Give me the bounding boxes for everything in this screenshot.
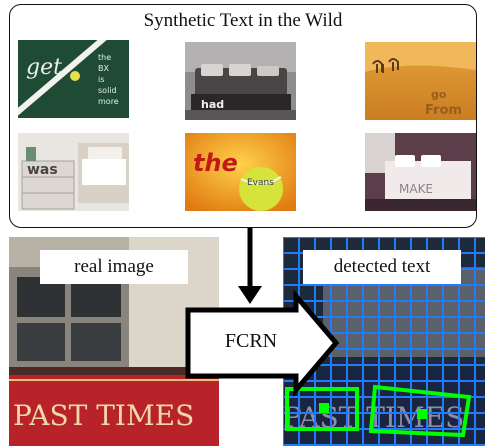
down-arrow-head — [238, 286, 262, 304]
synthetic-sample-dresser: was — [18, 133, 129, 211]
svg-text:is: is — [98, 75, 104, 84]
fcrn-label: FCRN — [224, 330, 278, 352]
synthetic-panel: Synthetic Text in the Wild get the BX is… — [9, 4, 477, 228]
svg-text:PAST TIMES: PAST TIMES — [13, 399, 194, 432]
detected-text-label: detected text — [303, 250, 461, 284]
svg-text:the: the — [193, 149, 238, 177]
synthetic-sample-tennis: the Evans — [185, 133, 296, 211]
real-image-label: real image — [40, 250, 188, 284]
synthetic-panel-title: Synthetic Text in the Wild — [143, 10, 343, 31]
svg-text:had: had — [201, 98, 224, 111]
svg-text:MAKE: MAKE — [399, 182, 433, 196]
synthetic-sample-bed-dark: had — [185, 42, 296, 120]
svg-text:was: was — [27, 162, 58, 178]
synthetic-sample-desert: go From — [365, 42, 476, 120]
detection-center-times — [417, 409, 427, 419]
svg-text:solid: solid — [98, 86, 117, 95]
svg-text:get: get — [26, 55, 62, 80]
svg-text:the: the — [98, 53, 111, 62]
synthetic-sample-bed-light: MAKE — [365, 133, 476, 211]
svg-text:BX: BX — [98, 64, 109, 73]
svg-text:From: From — [425, 103, 462, 118]
svg-text:more: more — [98, 97, 119, 106]
synthetic-sample-chalkboard: get the BX is solid more — [18, 40, 129, 118]
detection-box-times — [368, 384, 472, 438]
svg-text:go: go — [431, 88, 447, 101]
detection-center-past — [319, 403, 329, 413]
svg-text:Evans: Evans — [247, 178, 274, 188]
